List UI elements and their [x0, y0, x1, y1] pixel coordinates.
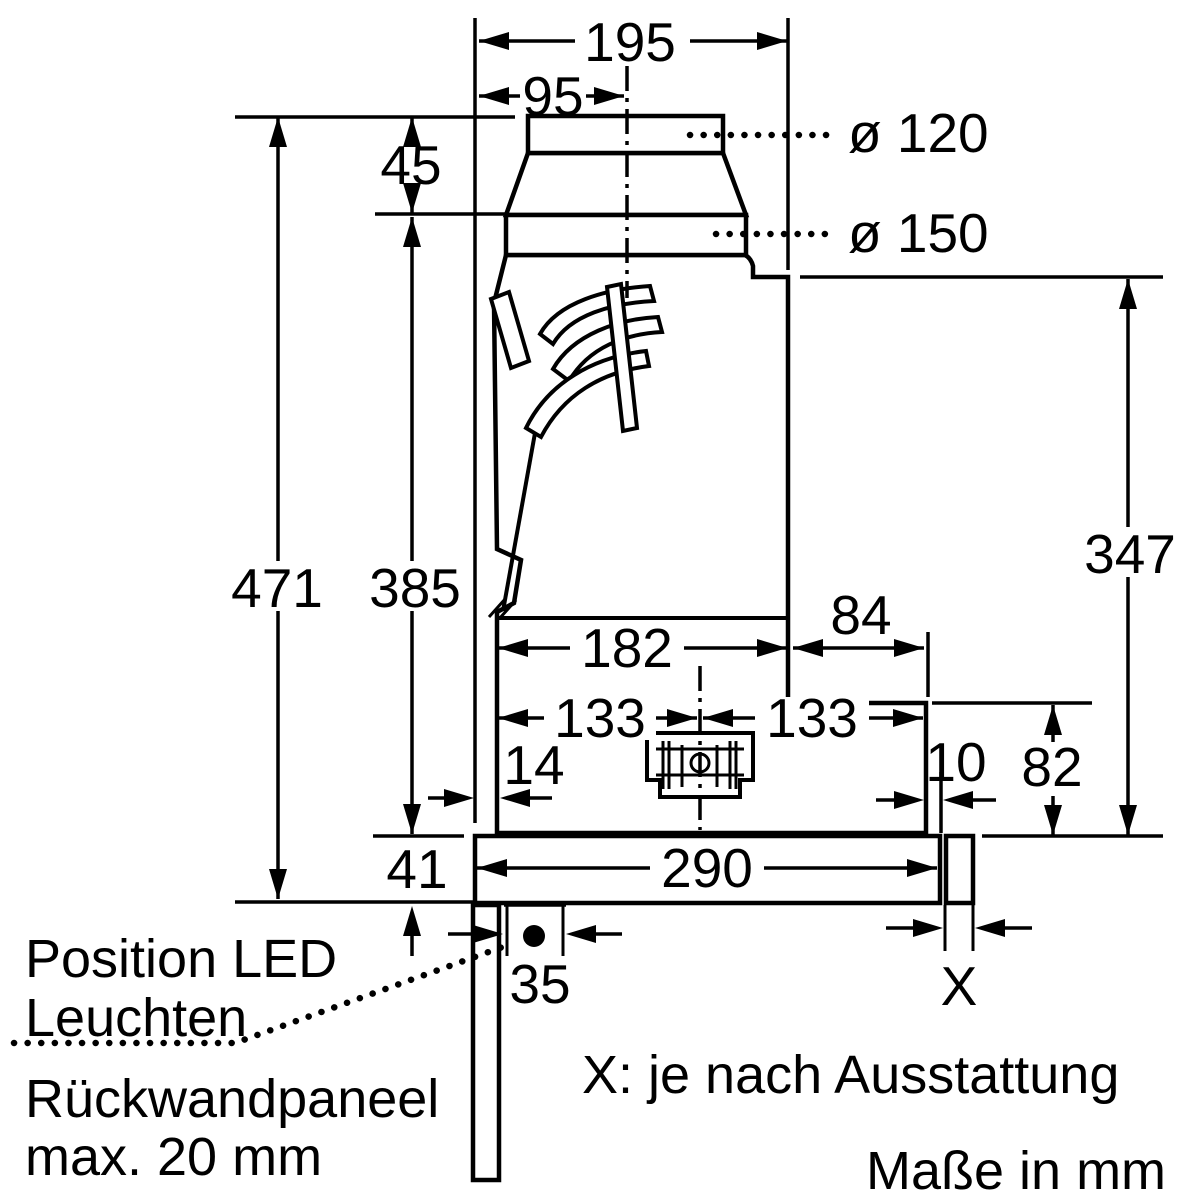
- dim-led-offset: 35: [448, 925, 622, 1015]
- break-mark: [497, 598, 518, 621]
- damper-vanes: [488, 281, 665, 440]
- note-panel-line1: Rückwandpaneel: [25, 1069, 439, 1129]
- dim-pullout-depth-label: 290: [661, 837, 753, 899]
- dim-height-rear: 347: [1079, 279, 1180, 835]
- led-marker: [504, 903, 566, 956]
- dim-box-height: 82: [1021, 705, 1083, 835]
- dim-depth-upper-label: 182: [581, 617, 673, 679]
- note-led-line1: Position LED: [25, 929, 337, 989]
- dim-variable-depth-label: X: [941, 955, 978, 1017]
- dim-duct-offset-label: 95: [522, 65, 583, 127]
- dim-depth-upper: 182: [498, 617, 787, 679]
- dim-gap-front: 14: [428, 734, 565, 807]
- dim-gap-front-label: 14: [503, 734, 564, 796]
- dim-height-rear-label: 347: [1084, 523, 1176, 585]
- dim-center-left-label: 133: [554, 687, 646, 749]
- dim-duct-offset: 95: [479, 65, 624, 127]
- dim-led-offset-label: 35: [509, 953, 570, 1015]
- dim-depth-step: 84: [793, 584, 924, 657]
- front-panel-edge: [501, 432, 537, 612]
- dim-box-height-label: 82: [1021, 736, 1082, 798]
- dim-height-body: 385: [365, 217, 466, 834]
- note-panel-line2: max. 20 mm: [25, 1127, 322, 1187]
- dia-small-label: ø 120: [848, 102, 989, 164]
- back-panel: [470, 902, 502, 1183]
- note-led-line2: Leuchten: [25, 988, 247, 1048]
- dim-duct-height-label: 45: [380, 134, 441, 196]
- dim-depth-step-label: 84: [830, 584, 891, 646]
- dim-height-total-label: 471: [231, 557, 323, 619]
- dim-duct-height: 45: [380, 117, 442, 213]
- reference-lines: [235, 18, 1163, 904]
- dim-variable-depth: X: [886, 905, 1032, 1017]
- dim-gap-rear-label: 10: [925, 731, 986, 793]
- vane-clip: [488, 289, 532, 371]
- dia-large-label: ø 150: [848, 202, 989, 264]
- note-units: Maße in mm: [866, 1141, 1166, 1200]
- note-variant: X: je nach Ausstattung: [582, 1045, 1119, 1105]
- dim-center-right-label: 133: [766, 687, 858, 749]
- dim-width-top-label: 195: [584, 11, 676, 73]
- dim-height-body-label: 385: [369, 557, 461, 619]
- led-dot: [523, 925, 545, 947]
- dim-gap-rear: 10: [876, 731, 996, 809]
- dim-width-top: 195: [479, 11, 788, 73]
- vane: [550, 314, 665, 384]
- dim-strip-height: 41: [386, 838, 448, 956]
- dim-strip-height-label: 41: [386, 838, 447, 900]
- handle-cap: [943, 833, 976, 906]
- vane-blade: [604, 281, 640, 434]
- vane: [537, 283, 657, 347]
- dim-height-total: 471: [229, 117, 326, 899]
- break-mark: [487, 596, 508, 619]
- dim-center-left: 133: [498, 687, 697, 749]
- dim-center-right: 133: [703, 687, 923, 749]
- dim-pullout-depth: 290: [477, 837, 937, 899]
